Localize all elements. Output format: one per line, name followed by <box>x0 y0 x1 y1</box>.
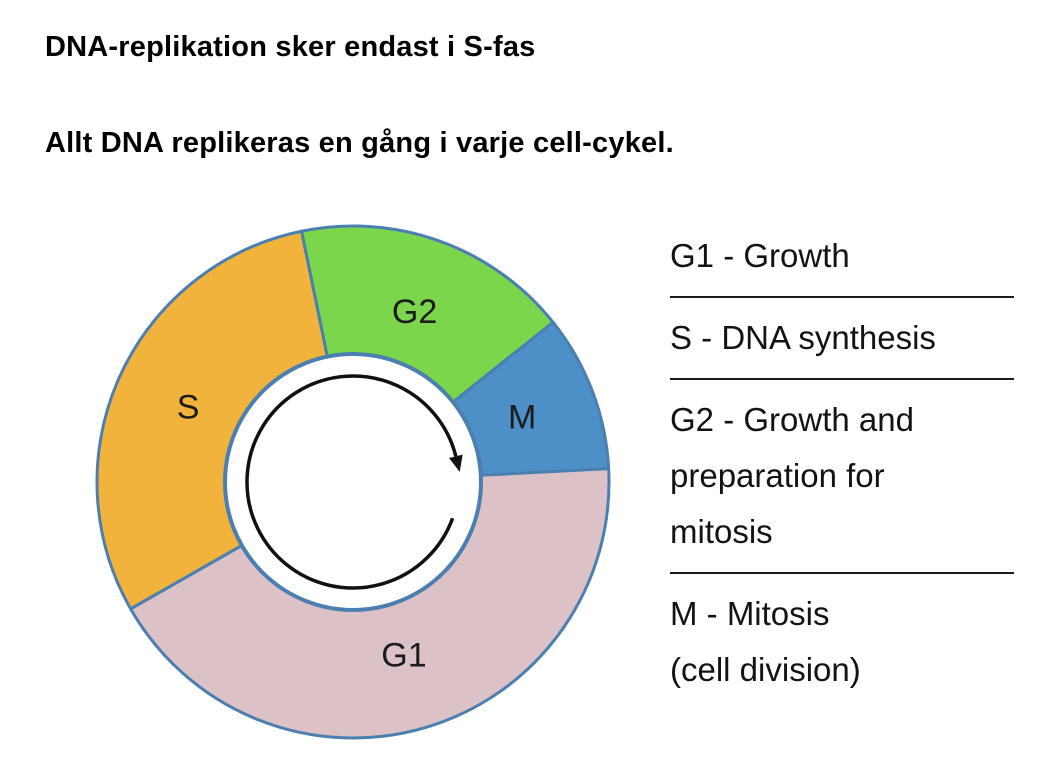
legend-item-m: M - Mitosis (cell division) <box>670 595 861 688</box>
legend-item-g1: G1 - Growth <box>670 216 1014 298</box>
inner-circle <box>223 352 483 612</box>
cell-cycle-donut: G2M G1 S <box>95 224 611 740</box>
legend-item-g2: G2 - Growth and preparation for mitosis <box>670 380 1014 574</box>
legend-item-s: S - DNA synthesis <box>670 298 1014 380</box>
segment-label-M: M <box>508 399 536 437</box>
segment-label-G1: G1 <box>381 637 426 675</box>
phase-legend: G1 - Growth S - DNA synthesis G2 - Growt… <box>670 216 1014 710</box>
cycle-arrow <box>245 374 458 590</box>
segment-label-S: S <box>177 388 200 426</box>
cycle-arrowhead-icon <box>449 454 463 472</box>
segment-label-G2: G2 <box>392 293 437 331</box>
heading-line-1: DNA-replikation sker endast i S-fas <box>45 31 536 63</box>
heading-line-2: Allt DNA replikeras en gång i varje cell… <box>45 127 674 159</box>
